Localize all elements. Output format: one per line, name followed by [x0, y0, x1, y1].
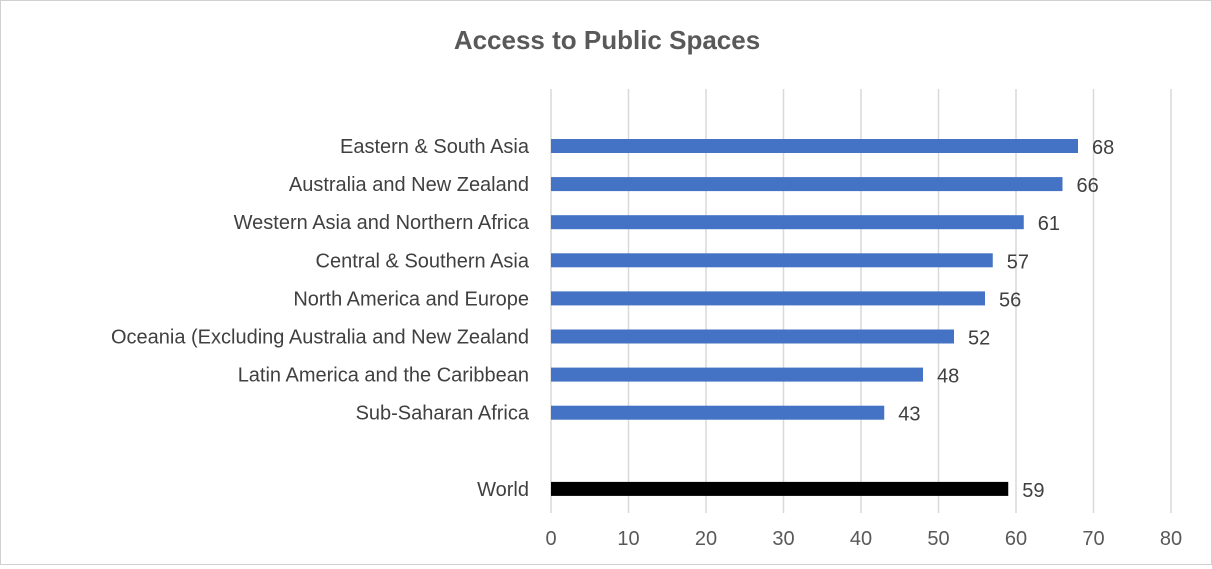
x-tick-label-30: 30 [772, 528, 794, 550]
x-tick-label-60: 60 [1005, 528, 1027, 550]
value-label-3: 57 [1007, 251, 1029, 273]
bars [551, 139, 1078, 496]
category-label-4: North America and Europe [293, 288, 529, 310]
chart-title: Access to Public Spaces [454, 25, 760, 55]
bar-4 [551, 291, 985, 306]
bar-5 [551, 329, 954, 344]
value-labels: 68 66 61 57 56 52 48 43 59 [898, 137, 1114, 502]
value-label-7: 43 [898, 404, 920, 426]
x-tick-label-20: 20 [695, 528, 717, 550]
value-label-6: 48 [937, 366, 959, 388]
category-label-5: Oceania (Excluding Australia and New Zea… [111, 327, 529, 349]
value-label-8: 59 [1022, 480, 1044, 502]
bar-3 [551, 253, 993, 268]
bar-1 [551, 177, 1063, 192]
x-tick-label-70: 70 [1082, 528, 1104, 550]
x-tick-label-0: 0 [545, 528, 556, 550]
category-label-1: Australia and New Zealand [289, 174, 529, 196]
category-label-8: World [477, 479, 529, 501]
x-tick-label-40: 40 [850, 528, 872, 550]
bar-7 [551, 405, 885, 420]
value-label-1: 66 [1077, 175, 1099, 197]
value-label-0: 68 [1092, 137, 1114, 159]
bar-2 [551, 215, 1024, 230]
category-label-6: Latin America and the Caribbean [238, 365, 529, 387]
x-tick-label-10: 10 [617, 528, 639, 550]
value-label-5: 52 [968, 328, 990, 350]
value-label-4: 56 [999, 289, 1021, 311]
bar-0 [551, 139, 1078, 153]
category-label-3: Central & Southern Asia [316, 250, 530, 272]
category-label-7: Sub-Saharan Africa [356, 403, 530, 425]
bar-6 [551, 367, 923, 382]
category-label-0: Eastern & South Asia [340, 136, 530, 158]
value-label-2: 61 [1038, 213, 1060, 235]
x-axis-tick-labels: 0 10 20 30 40 50 60 70 80 [545, 528, 1182, 550]
x-tick-label-80: 80 [1160, 528, 1182, 550]
x-tick-label-50: 50 [927, 528, 949, 550]
category-label-2: Western Asia and Northern Africa [234, 212, 530, 234]
bar-8 [551, 481, 1009, 496]
